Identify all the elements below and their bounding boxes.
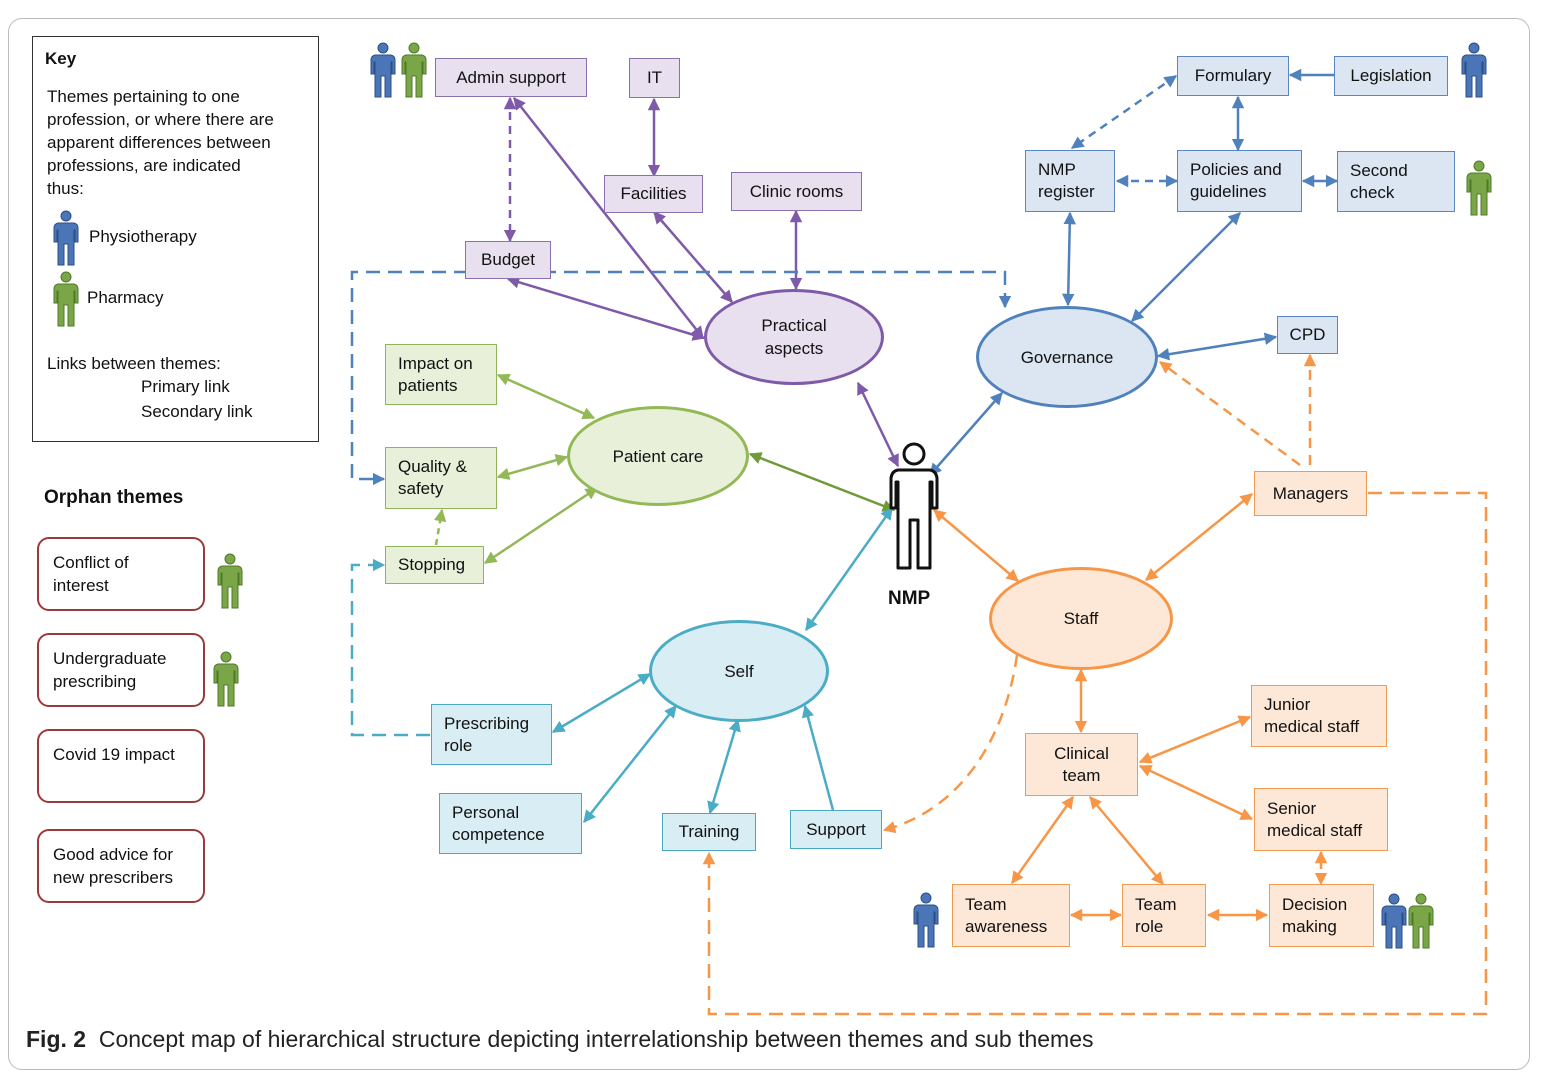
node-it: IT bbox=[629, 58, 680, 98]
hub-practical-aspects: Practical aspects bbox=[704, 289, 884, 385]
node-second-check: Second check bbox=[1337, 151, 1455, 212]
link-formulary-nmpregister bbox=[1070, 74, 1178, 150]
orphan-conflict-of-interest: Conflict of interest bbox=[37, 537, 205, 611]
orphan-covid-impact: Covid 19 impact bbox=[37, 729, 205, 803]
link-competence-self bbox=[583, 705, 677, 823]
pharmacy-icon bbox=[217, 553, 243, 609]
link-clinical-junior bbox=[1138, 715, 1252, 764]
node-support: Support bbox=[790, 810, 882, 849]
node-facilities: Facilities bbox=[604, 175, 703, 213]
node-policies-guidelines: Policies and guidelines bbox=[1177, 150, 1302, 212]
orphan-themes-title: Orphan themes bbox=[44, 487, 184, 508]
link-prescribing-self bbox=[551, 672, 652, 734]
key-title: Key bbox=[45, 49, 77, 68]
link-policies-governance bbox=[1131, 212, 1241, 322]
key-description: Themes pertaining to one profession, or … bbox=[47, 87, 274, 198]
link-support-self bbox=[801, 704, 835, 811]
link-impact-patientcare bbox=[496, 373, 596, 420]
node-junior-medical-staff: Junior medical staff bbox=[1251, 685, 1387, 747]
link-clinical-teamrole bbox=[1089, 796, 1164, 885]
link-patientcare-nmp bbox=[748, 452, 896, 512]
key-pharmacy-label: Pharmacy bbox=[87, 288, 164, 307]
node-training: Training bbox=[662, 813, 756, 851]
link-admin-practical bbox=[513, 97, 704, 339]
link-cpd-governance bbox=[1156, 332, 1278, 361]
link-nmpregister-governance bbox=[1061, 211, 1077, 307]
key-physiotherapy-label: Physiotherapy bbox=[89, 227, 197, 246]
figure-frame bbox=[8, 18, 1530, 1070]
link-stopping-patientcare bbox=[483, 486, 599, 565]
node-admin-support: Admin support bbox=[435, 58, 587, 97]
link-facilities-practical bbox=[653, 211, 733, 303]
node-managers: Managers bbox=[1254, 471, 1367, 516]
link-budget-practical bbox=[506, 276, 706, 341]
node-impact-on-patients: Impact on patients bbox=[385, 344, 497, 405]
pharmacy-icon bbox=[213, 651, 239, 707]
link-self-nmp bbox=[804, 506, 894, 632]
pharmacy-icon bbox=[53, 271, 79, 327]
pharmacy-icon bbox=[1408, 893, 1434, 949]
pharmacy-icon bbox=[401, 42, 427, 98]
key-secondary-link-label: Secondary link bbox=[141, 402, 253, 421]
node-senior-medical-staff: Senior medical staff bbox=[1254, 788, 1388, 851]
key-links-title: Links between themes: bbox=[47, 354, 221, 373]
node-team-role: Team role bbox=[1122, 884, 1206, 947]
link-prescribing-stopping bbox=[350, 558, 430, 737]
hub-self: Self bbox=[649, 620, 829, 722]
node-formulary: Formulary bbox=[1177, 56, 1289, 96]
caption-text: Concept map of hierarchical structure de… bbox=[98, 1026, 1094, 1052]
orphan-good-advice: Good advice for new prescribers bbox=[37, 829, 205, 903]
node-budget: Budget bbox=[465, 241, 551, 279]
link-managers-staff bbox=[1145, 493, 1253, 581]
node-quality-safety: Quality & safety bbox=[385, 447, 497, 509]
physiotherapy-icon bbox=[53, 210, 79, 266]
physiotherapy-icon bbox=[370, 42, 396, 98]
link-clinical-senior bbox=[1138, 764, 1254, 821]
link-clinical-awareness bbox=[1010, 795, 1075, 885]
node-prescribing-role: Prescribing role bbox=[431, 704, 552, 765]
hub-governance: Governance bbox=[976, 306, 1158, 408]
nmp-label: NMP bbox=[888, 588, 931, 609]
hub-staff: Staff bbox=[989, 567, 1173, 670]
node-legislation: Legislation bbox=[1334, 56, 1448, 96]
link-managers-governance bbox=[1158, 360, 1301, 467]
node-stopping: Stopping bbox=[385, 546, 484, 584]
node-cpd: CPD bbox=[1277, 316, 1338, 354]
pharmacy-icon bbox=[1466, 160, 1492, 216]
physiotherapy-icon bbox=[913, 892, 939, 948]
node-personal-competence: Personal competence bbox=[439, 793, 582, 854]
node-team-awareness: Team awareness bbox=[952, 884, 1070, 947]
caption-label: Fig. 2 bbox=[26, 1026, 87, 1052]
nmp-person-icon bbox=[889, 442, 939, 570]
node-clinical-team: Clinical team bbox=[1025, 733, 1138, 796]
key-primary-link-label: Primary link bbox=[141, 377, 230, 396]
link-managers-training bbox=[702, 491, 1488, 1016]
node-nmp-register: NMP register bbox=[1025, 150, 1115, 212]
key-panel: Key Themes pertaining to one profession,… bbox=[32, 36, 319, 442]
hub-patient-care: Patient care bbox=[567, 406, 749, 506]
figure-caption: Fig. 2 Concept map of hierarchical struc… bbox=[26, 1026, 1094, 1053]
node-decision-making: Decision making bbox=[1269, 884, 1374, 947]
link-staff-nmp bbox=[933, 509, 1019, 582]
link-stopping-quality bbox=[433, 508, 447, 546]
link-training-self bbox=[707, 718, 741, 815]
node-clinic-rooms: Clinic rooms bbox=[731, 172, 862, 211]
link-staff-support bbox=[882, 654, 1019, 834]
link-governance-quality bbox=[350, 270, 1012, 486]
physiotherapy-icon bbox=[1381, 893, 1407, 949]
link-quality-patientcare bbox=[496, 454, 569, 480]
orphan-undergraduate-prescribing: Undergraduate prescribing bbox=[37, 633, 205, 707]
physiotherapy-icon bbox=[1461, 42, 1487, 98]
